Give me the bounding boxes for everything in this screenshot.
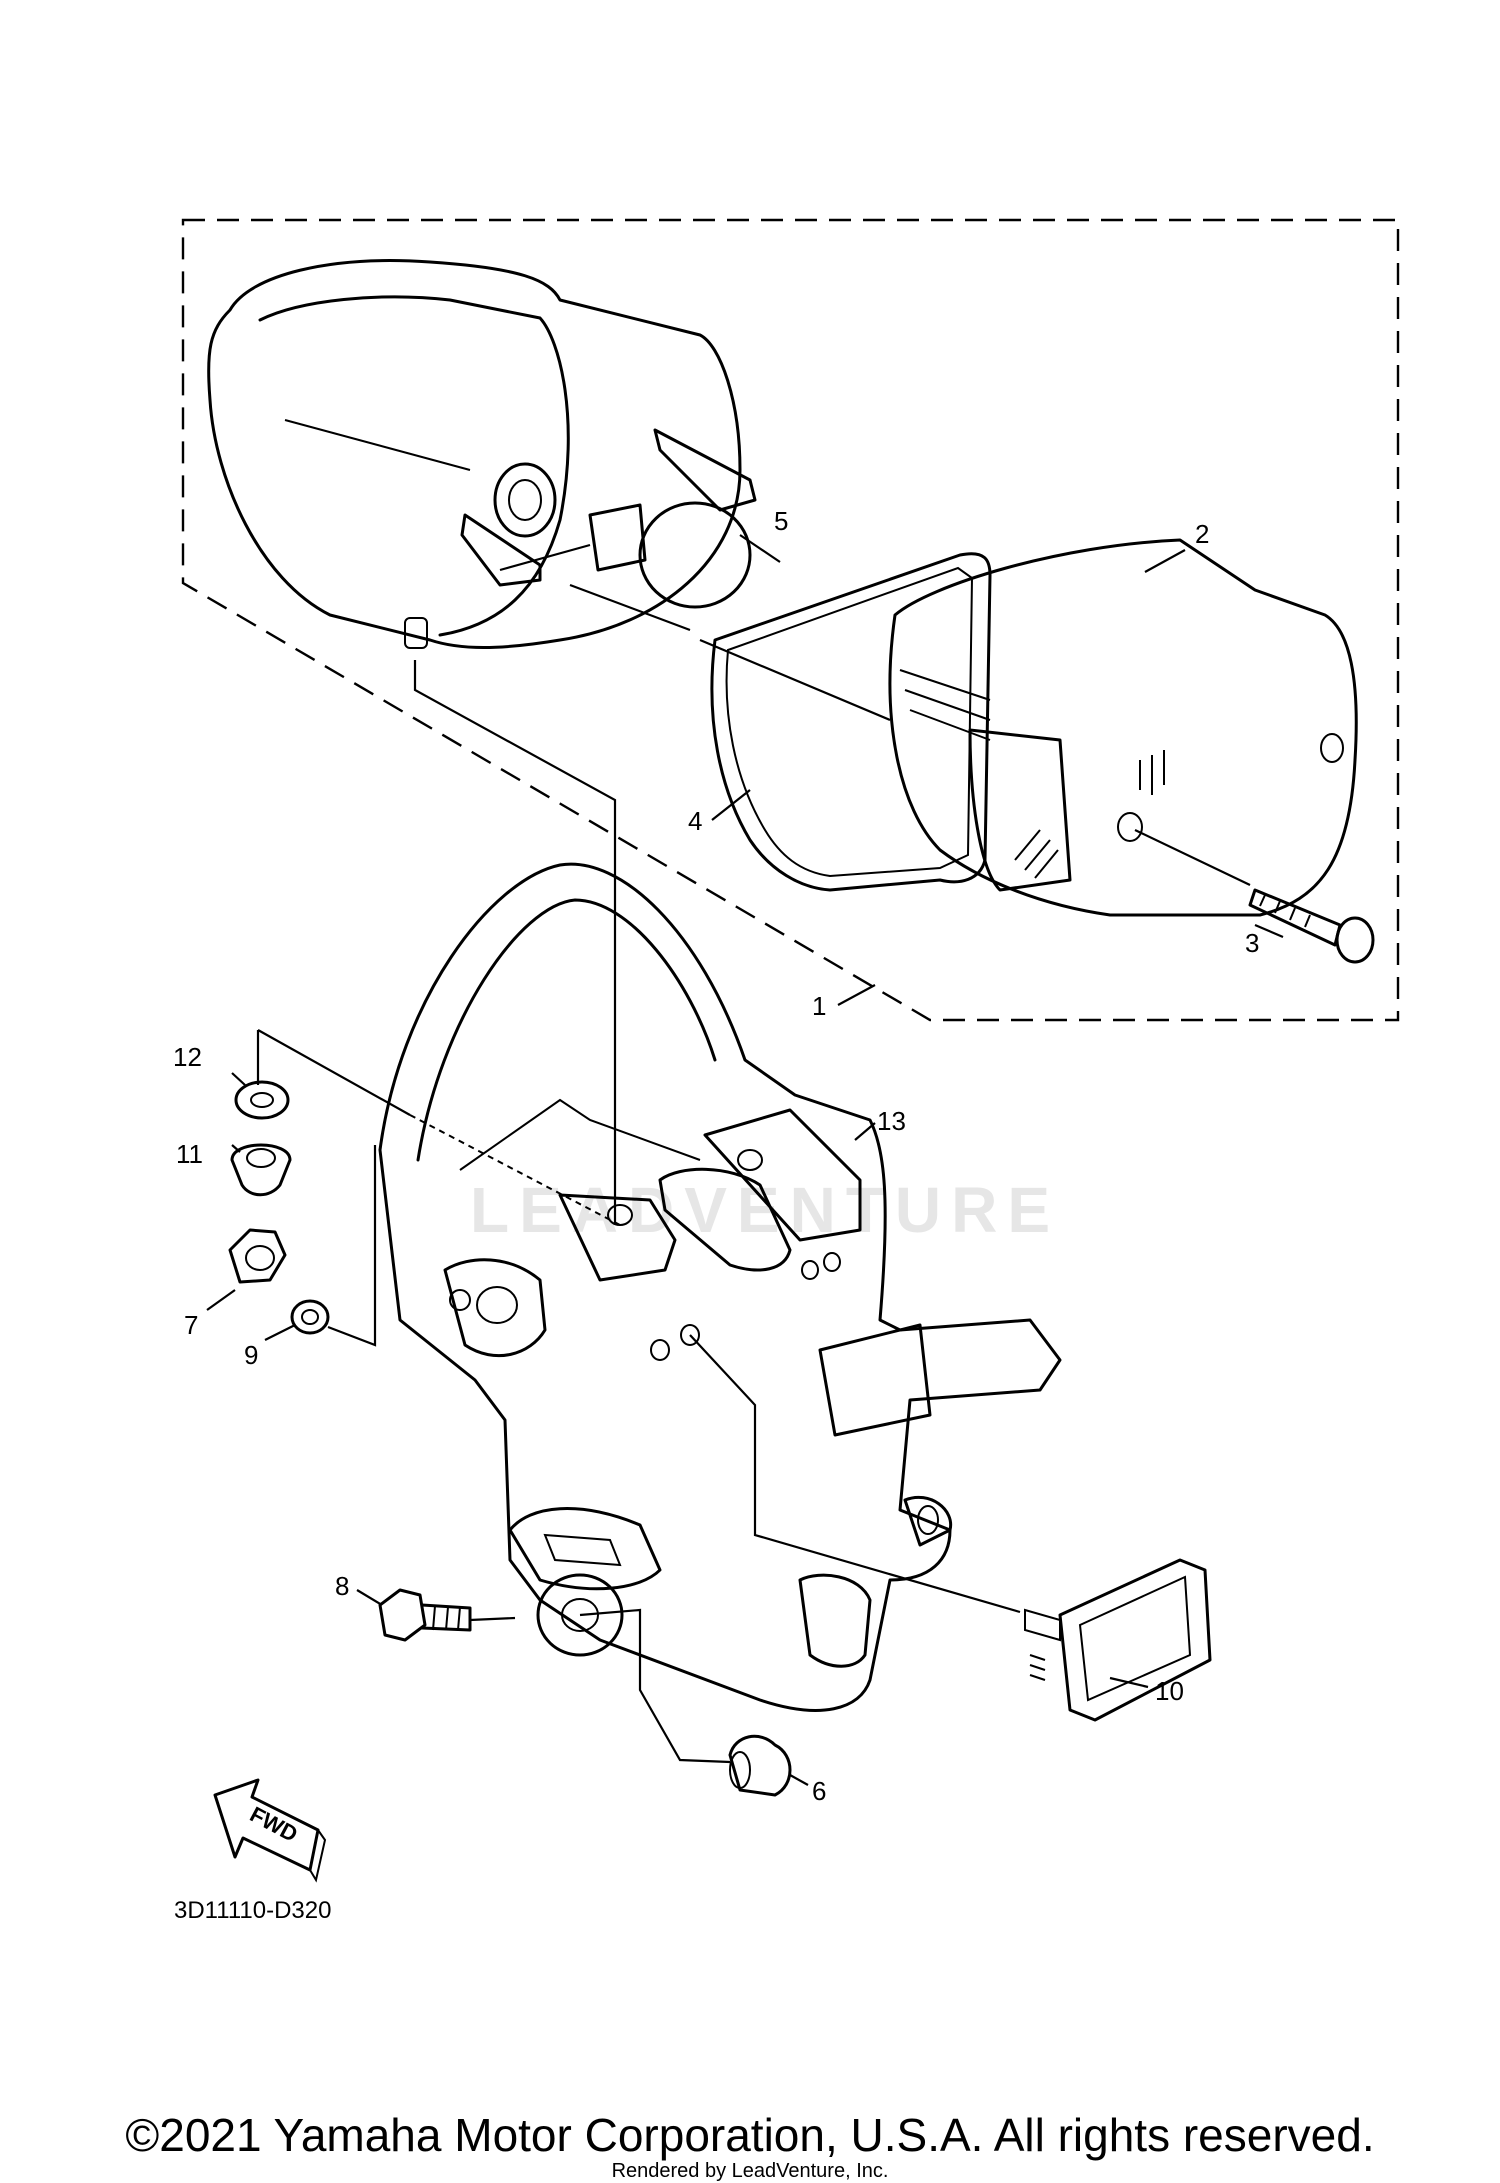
- callout-5: 5: [774, 506, 788, 536]
- callout-2: 2: [1195, 519, 1209, 549]
- diagram-code: 3D11110-D320: [174, 1897, 331, 1924]
- callout-6: 6: [812, 1776, 826, 1806]
- copyright-text: ©2021 Yamaha Motor Corporation, U.S.A. A…: [125, 2109, 1375, 2161]
- callout-1: 1: [812, 991, 826, 1021]
- callout-4: 4: [688, 806, 702, 836]
- fwd-arrow-icon: FWD: [213, 1778, 327, 1883]
- assembly-line-housing: [413, 660, 617, 1225]
- callout-7: 7: [184, 1310, 198, 1340]
- assembly-outline: [181, 218, 1400, 1022]
- callout-12: 12: [173, 1042, 202, 1072]
- assembly-line-screw: [1134, 829, 1251, 886]
- cap-nut: [728, 1734, 792, 1797]
- assembly-line-bolt: [469, 1616, 516, 1622]
- screw: [1248, 888, 1375, 964]
- assembly-line-collar: [327, 1145, 377, 1347]
- flange-bolt: [378, 1588, 472, 1642]
- lens: [888, 538, 1358, 917]
- callout-9: 9: [244, 1340, 258, 1370]
- flange-nut: [228, 1228, 287, 1284]
- bulb: [588, 501, 752, 609]
- callout-11: 11: [176, 1139, 203, 1169]
- callout-8: 8: [335, 1571, 349, 1601]
- callout-13: 13: [877, 1106, 906, 1136]
- assembly-line-bulb: [499, 543, 891, 722]
- assembly-line-reflector: [689, 1334, 1021, 1614]
- collar: [290, 1299, 330, 1335]
- callout-10: 10: [1155, 1676, 1184, 1706]
- reflector: [1024, 1558, 1212, 1722]
- rendered-by-text: Rendered by LeadVenture, Inc.: [611, 2160, 889, 2182]
- washer: [234, 1080, 290, 1120]
- grommet: [230, 1143, 292, 1197]
- watermark: LEADVENTURE: [470, 1174, 1060, 1246]
- license-bracket: [378, 862, 1062, 1712]
- assembly-line-capnut: [579, 1608, 731, 1764]
- lamp-housing: [207, 259, 757, 649]
- assembly-line-washer: [256, 1029, 411, 1116]
- callout-3: 3: [1245, 928, 1259, 958]
- gasket: [710, 552, 992, 892]
